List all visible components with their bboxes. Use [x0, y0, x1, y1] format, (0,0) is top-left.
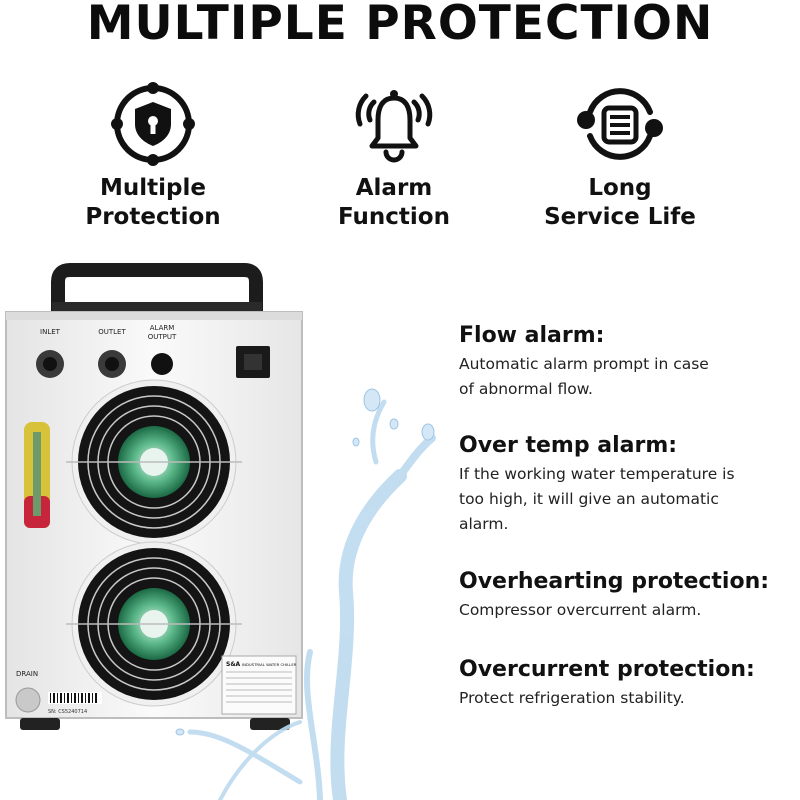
- page-headline: MULTIPLE PROTECTION: [86, 0, 714, 51]
- inlet-label: INLET: [40, 328, 61, 336]
- desc-flow-alarm: Flow alarm: Automatic alarm prompt in ca…: [459, 322, 800, 402]
- desc-over-temp-alarm: Over temp alarm: If the working water te…: [459, 432, 800, 537]
- desc-overcurrent-protection: Overcurrent protection: Protect refriger…: [459, 656, 800, 711]
- desc-text: Compressor overcurrent alarm.: [459, 601, 702, 619]
- outlet-label: OUTLET: [98, 328, 126, 336]
- desc-title: Over temp alarm:: [459, 433, 678, 458]
- shield-lock-icon: [111, 82, 195, 166]
- alarm-bell-icon: [355, 90, 433, 163]
- service-life-icon: [577, 88, 663, 160]
- brand-logo: S&A: [226, 661, 241, 668]
- desc-text: Protect refrigeration stability.: [459, 689, 685, 707]
- water-chiller-image: INLET OUTLET ALARM OUTPUT DRAIN SN: CS52…: [5, 263, 436, 800]
- desc-title: Overhearting protection:: [459, 569, 770, 594]
- alarm-output-label-1: ALARM: [150, 324, 175, 332]
- nameplate-title: INDUSTRIAL WATER CHILLER: [242, 662, 297, 667]
- desc-overheating-protection: Overhearting protection: Compressor over…: [459, 568, 800, 623]
- desc-title: Flow alarm:: [459, 323, 605, 348]
- desc-title: Overcurrent protection:: [459, 657, 755, 682]
- alarm-output-label-2: OUTPUT: [148, 333, 177, 341]
- drain-label: DRAIN: [16, 670, 38, 678]
- serial-number: SN: CS5240714: [48, 709, 87, 715]
